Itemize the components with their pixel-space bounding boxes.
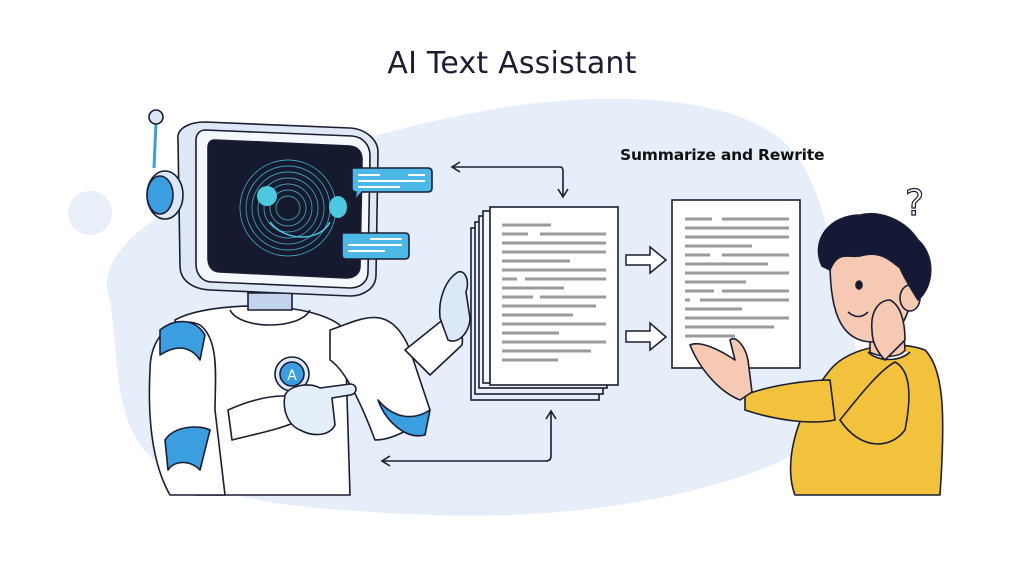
robot-badge-letter: A <box>287 368 297 384</box>
question-mark-icon: ? <box>905 183 924 224</box>
robot-icon <box>146 109 471 496</box>
process-label: Summarize and Rewrite <box>620 146 825 164</box>
document-stack-icon <box>470 206 619 401</box>
loop-arrow-bottom <box>380 409 557 467</box>
document-icon <box>671 199 801 369</box>
person-icon <box>689 213 944 496</box>
arrow-right-icon <box>625 245 668 352</box>
loop-arrow-top <box>450 161 569 199</box>
page-title: AI Text Assistant <box>387 46 637 81</box>
